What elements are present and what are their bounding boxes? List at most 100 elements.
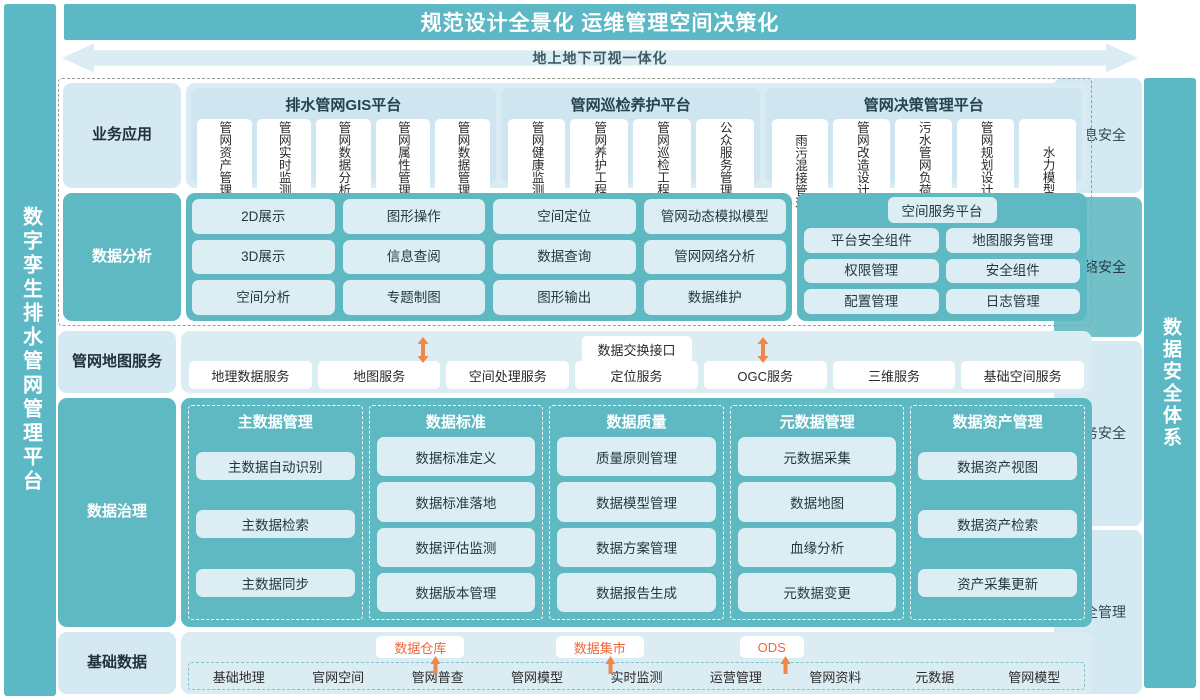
app-chip[interactable]: 公众服务管理 <box>695 119 754 198</box>
spatial-chip[interactable]: 配置管理 <box>804 289 939 315</box>
governance-chip[interactable]: 主数据同步 <box>196 568 355 597</box>
governance-group-title: 主数据管理 <box>237 414 313 431</box>
base-data-item[interactable]: 管网模型 <box>1008 669 1061 685</box>
row-label-analysis: 数据分析 <box>63 193 181 321</box>
governance-group-data-quality: 数据质量 质量原则管理 数据模型管理 数据方案管理 数据报告生成 <box>549 405 724 620</box>
analysis-chip[interactable]: 管网网络分析 <box>643 239 786 275</box>
governance-chip[interactable]: 数据报告生成 <box>557 572 716 612</box>
service-chip[interactable]: 地理数据服务 <box>189 361 312 389</box>
banner-text: 地上地下可视一体化 <box>532 50 668 66</box>
analysis-chip[interactable]: 专题制图 <box>342 280 485 316</box>
base-data-strip: 基础地理 官网空间 管网普查 管网模型 实时监测 运营管理 管网资料 元数据 管… <box>188 662 1085 690</box>
service-chip[interactable]: 地图服务 <box>317 361 441 389</box>
double-arrow-icon <box>417 337 429 363</box>
governance-chip[interactable]: 数据模型管理 <box>557 482 716 522</box>
row-label-map-service: 管网地图服务 <box>58 331 176 393</box>
base-data-item[interactable]: 基础地理 <box>212 669 265 685</box>
governance-group-title: 元数据管理 <box>779 414 855 431</box>
double-arrow-icon <box>757 337 769 363</box>
row-label-base-data: 基础数据 <box>58 632 176 694</box>
spatial-service-platform: 空间服务平台 平台安全组件 权限管理 配置管理 地图服务管理 安全组件 日志管理 <box>797 193 1087 321</box>
governance-chip[interactable]: 资产采集更新 <box>918 568 1077 597</box>
data-security-rail: 数据安全体系 <box>1144 78 1196 688</box>
data-store-mart[interactable]: 数据集市 <box>555 636 644 658</box>
spatial-platform-grid: 平台安全组件 权限管理 配置管理 地图服务管理 安全组件 日志管理 <box>804 228 1080 315</box>
spatial-platform-title: 空间服务平台 <box>887 197 997 223</box>
platform-gis-title: 排水管网GIS平台 <box>285 97 402 114</box>
governance-chip[interactable]: 数据标准定义 <box>376 437 536 477</box>
app-chip[interactable]: 管网巡检工程 <box>633 119 691 198</box>
service-chip[interactable]: 空间处理服务 <box>446 361 570 389</box>
header-title: 规范设计全景化 运维管理空间决策化 <box>420 12 780 35</box>
service-chip[interactable]: 定位服务 <box>575 361 698 389</box>
governance-chip[interactable]: 数据资产视图 <box>918 452 1077 481</box>
governance-chip[interactable]: 数据标准落地 <box>376 482 536 522</box>
spatial-chip[interactable]: 地图服务管理 <box>945 228 1080 253</box>
governance-items: 数据资产视图 数据资产检索 资产采集更新 <box>918 437 1077 612</box>
row-business-application: 业务应用 排水管网GIS平台 管网资产管理 管网实时监测 管网数据分析 管网属性… <box>63 83 1087 223</box>
governance-group-title: 数据标准 <box>425 414 486 431</box>
governance-chip[interactable]: 数据版本管理 <box>376 572 536 612</box>
governance-chip[interactable]: 数据方案管理 <box>557 527 716 567</box>
governance-chip[interactable]: 数据地图 <box>737 482 897 522</box>
governance-chip[interactable]: 质量原则管理 <box>557 437 716 477</box>
analysis-chip[interactable]: 2D展示 <box>192 199 335 234</box>
base-data-item[interactable]: 管网模型 <box>511 669 564 685</box>
spatial-chip[interactable]: 安全组件 <box>945 258 1080 284</box>
analysis-chip[interactable]: 3D展示 <box>192 239 335 275</box>
data-security-rail-text: 数据安全体系 <box>1159 317 1181 449</box>
data-store-row: 数据仓库 数据集市 ODS <box>188 636 1085 660</box>
service-chip[interactable]: OGC服务 <box>703 361 827 389</box>
governance-chip[interactable]: 元数据采集 <box>737 437 897 477</box>
governance-chip[interactable]: 主数据自动识别 <box>196 452 355 481</box>
spatial-chip[interactable]: 权限管理 <box>804 258 939 284</box>
platform-decision: 管网决策管理平台 雨污混接管理 管网改造设计评估 污水管网负荷分析 管网规划设计… <box>765 88 1082 223</box>
governance-chip[interactable]: 主数据检索 <box>196 510 355 539</box>
governance-group-title: 数据质量 <box>606 414 667 431</box>
analysis-chip[interactable]: 空间分析 <box>192 280 335 316</box>
row-base-data: 基础数据 数据仓库 数据集市 ODS <box>58 632 1092 694</box>
analysis-chip[interactable]: 数据维护 <box>643 280 786 316</box>
governance-group-metadata: 元数据管理 元数据采集 数据地图 血缘分析 元数据变更 <box>729 405 905 620</box>
analysis-chip[interactable]: 空间定位 <box>493 199 636 234</box>
analysis-chip[interactable]: 信息查阅 <box>342 239 485 275</box>
data-store-warehouse[interactable]: 数据仓库 <box>376 636 465 658</box>
base-data-item[interactable]: 官网空间 <box>312 669 365 685</box>
platform-gis: 排水管网GIS平台 管网资产管理 管网实时监测 管网数据分析 管网属性管理 管网… <box>191 88 496 198</box>
app-chip[interactable]: 管网数据分析 <box>316 119 371 198</box>
analysis-body: 2D展示 3D展示 空间分析 图形操作 信息查阅 专题制图 空间定位 <box>186 193 1087 321</box>
base-data-body: 数据仓库 数据集市 ODS <box>181 632 1092 694</box>
app-chip[interactable]: 管网实时监测 <box>256 119 312 198</box>
governance-chip[interactable]: 数据资产检索 <box>918 510 1077 539</box>
analysis-chip[interactable]: 管网动态模拟模型 <box>643 199 786 234</box>
governance-items: 元数据采集 数据地图 血缘分析 元数据变更 <box>737 437 897 612</box>
spatial-chip[interactable]: 日志管理 <box>945 289 1080 315</box>
app-chip[interactable]: 管网属性管理 <box>375 119 431 198</box>
application-layer-group: 业务应用 排水管网GIS平台 管网资产管理 管网实时监测 管网数据分析 管网属性… <box>58 78 1092 326</box>
base-data-item[interactable]: 实时监测 <box>610 669 663 685</box>
analysis-chip[interactable]: 图形输出 <box>493 280 636 316</box>
data-exchange-interface[interactable]: 数据交换接口 <box>581 336 692 363</box>
app-chip[interactable]: 管网资产管理 <box>196 119 252 198</box>
app-chip[interactable]: 管网养护工程 <box>570 119 629 198</box>
data-store-ods[interactable]: ODS <box>739 636 804 658</box>
app-chip[interactable]: 管网数据管理 <box>435 119 490 198</box>
service-chip[interactable]: 三维服务 <box>832 361 956 389</box>
analysis-chip[interactable]: 数据查询 <box>493 239 636 275</box>
service-chip[interactable]: 基础空间服务 <box>961 361 1085 389</box>
governance-chip[interactable]: 数据评估监测 <box>376 527 536 567</box>
base-data-item[interactable]: 元数据 <box>915 669 955 685</box>
app-chip[interactable]: 管网健康监测 <box>507 119 566 198</box>
analysis-chip[interactable]: 图形操作 <box>342 199 485 234</box>
governance-chip[interactable]: 元数据变更 <box>737 572 897 612</box>
analysis-column: 空间定位 数据查询 图形输出 <box>493 199 636 316</box>
governance-chip[interactable]: 血缘分析 <box>737 527 897 567</box>
row-map-service: 管网地图服务 数据交换接口 地理数据服务 <box>58 331 1092 393</box>
row-data-governance: 数据治理 主数据管理 主数据自动识别 主数据检索 主数据同步 数据标准 数据标准… <box>58 398 1092 627</box>
map-service-wrap: 数据交换接口 地理数据服务 地图服务 空间处理服务 <box>189 335 1085 389</box>
spatial-chip[interactable]: 平台安全组件 <box>804 228 939 253</box>
base-data-item[interactable]: 运营管理 <box>709 669 762 685</box>
base-data-item[interactable]: 管网普查 <box>411 669 464 685</box>
base-data-item[interactable]: 管网资料 <box>809 669 862 685</box>
